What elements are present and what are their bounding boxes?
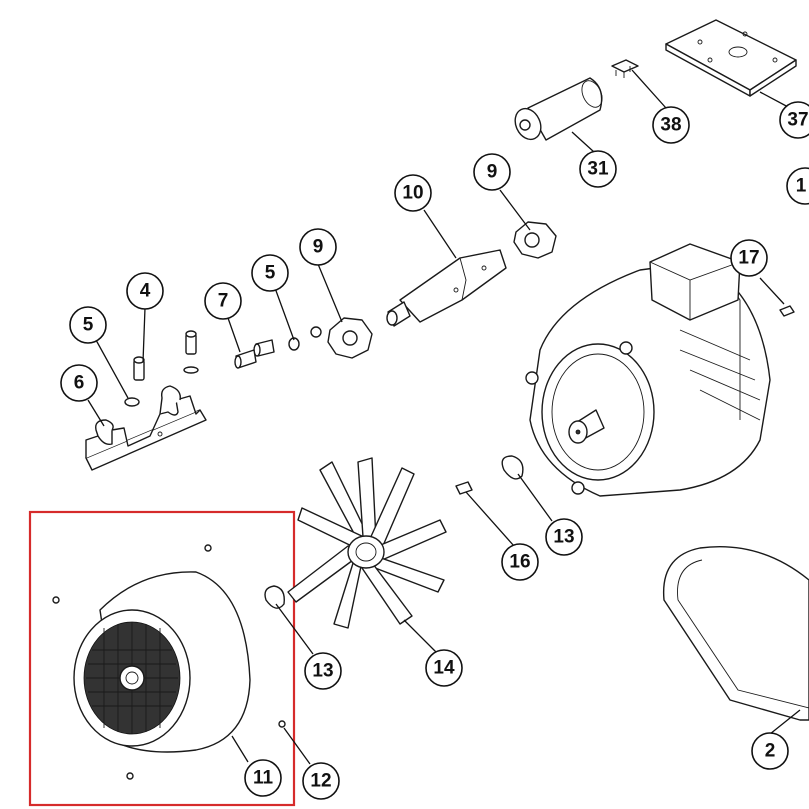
screw-part[interactable] — [124, 330, 199, 407]
callout-5-left: 5 — [69, 306, 107, 344]
callout-12: 12 — [302, 762, 340, 800]
callout-9-upper-label: 9 — [487, 162, 498, 183]
callout-9-upper: 9 — [473, 153, 511, 191]
callout-37: 37 — [779, 101, 809, 139]
callout-14: 14 — [425, 649, 463, 687]
callout-13-left-label: 13 — [312, 661, 333, 682]
callout-38-label: 38 — [660, 115, 681, 136]
callout-4-label: 4 — [140, 281, 151, 302]
terminal-clip-part[interactable] — [611, 59, 639, 78]
callout-16: 16 — [501, 543, 539, 581]
callout-10: 10 — [394, 174, 432, 212]
callout-9-lower-label: 9 — [313, 237, 324, 258]
callout-13-right: 13 — [545, 518, 583, 556]
callout-31: 31 — [579, 150, 617, 188]
key-part[interactable] — [455, 481, 473, 495]
fan-part[interactable] — [287, 457, 447, 629]
callout-5-center-label: 5 — [265, 263, 276, 284]
callout-6-label: 6 — [74, 373, 85, 394]
callout-17-label: 17 — [738, 248, 759, 269]
callout-7-label: 7 — [218, 291, 229, 312]
callout-31-label: 31 — [587, 159, 609, 180]
motor-body-part[interactable] — [525, 243, 771, 497]
fan-cover-part[interactable] — [52, 544, 286, 780]
circlip-right-part[interactable] — [501, 455, 524, 480]
callout-11-label: 11 — [253, 768, 274, 789]
callout-13-right-label: 13 — [553, 527, 574, 548]
callout-2: 2 — [751, 732, 789, 770]
key-small-part[interactable] — [779, 305, 795, 317]
callout-12-label: 12 — [310, 771, 331, 792]
nut-upper-part[interactable] — [513, 221, 557, 259]
callout-2-label: 2 — [765, 741, 776, 762]
callout-14-label: 14 — [433, 658, 455, 679]
callout-13-left: 13 — [304, 652, 342, 690]
callout-17: 17 — [730, 239, 768, 277]
callout-4: 4 — [126, 272, 164, 310]
highlight-box — [28, 510, 296, 807]
callout-partial-edge: 1 — [786, 167, 809, 205]
mounting-plate-part[interactable] — [665, 19, 797, 97]
callout-38: 38 — [652, 106, 690, 144]
circlip-left-part[interactable] — [264, 585, 285, 609]
callout-11: 11 — [244, 759, 282, 797]
callout-6: 6 — [60, 364, 98, 402]
callout-7: 7 — [204, 282, 242, 320]
shaft-bracket-part[interactable] — [386, 249, 507, 327]
callout-9-lower: 9 — [299, 228, 337, 266]
capacitor-part[interactable] — [510, 77, 606, 144]
leader-lines — [87, 69, 801, 765]
callout-5-left-label: 5 — [83, 315, 94, 336]
bolts-washers-part[interactable] — [234, 337, 300, 369]
nut-lower-part[interactable] — [310, 317, 373, 359]
callout-5-center: 5 — [251, 254, 289, 292]
callout-partial-edge-label: 1 — [796, 176, 807, 197]
callout-37-label: 37 — [787, 110, 808, 131]
callout-16-label: 16 — [509, 552, 530, 573]
belt-part[interactable] — [662, 545, 809, 721]
bracket-part[interactable] — [85, 385, 207, 471]
callout-10-label: 10 — [402, 183, 423, 204]
